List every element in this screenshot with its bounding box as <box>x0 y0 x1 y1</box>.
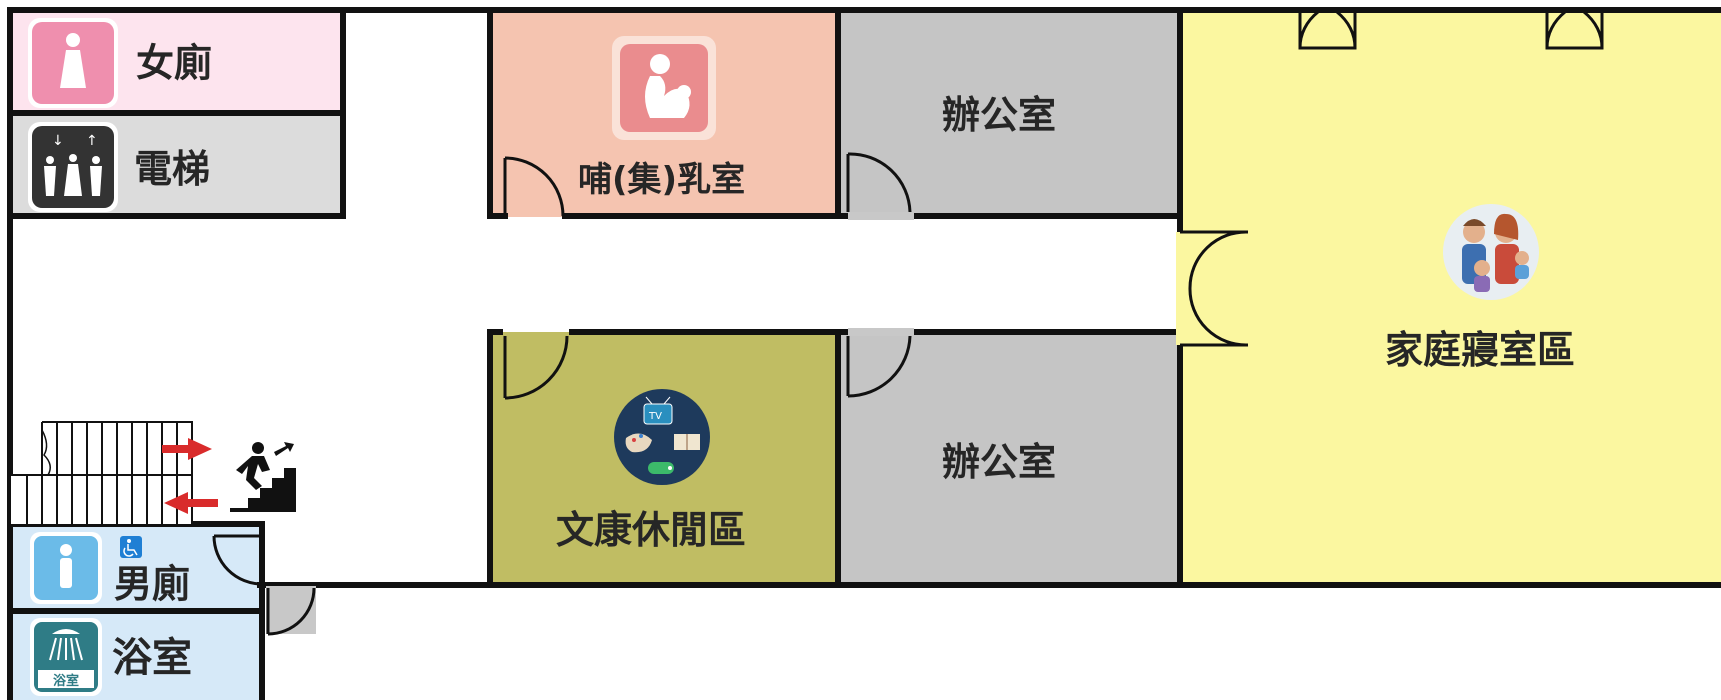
family-icon <box>1443 204 1539 300</box>
label-office-upper: 辦公室 <box>942 93 1057 137</box>
label-elevator: 電梯 <box>134 147 211 191</box>
shower-icon-caption: 浴室 <box>53 673 79 689</box>
stairs-climber-icon <box>230 442 296 512</box>
walls <box>7 7 1721 700</box>
breastfeeding-icon <box>612 36 716 140</box>
man-icon <box>30 532 102 604</box>
svg-text:↓: ↓ <box>52 133 64 149</box>
label-nursing-room: 哺(集)乳室 <box>578 160 746 200</box>
elevator-icon: ↓ ↑ <box>28 122 118 212</box>
label-bathroom: 浴室 <box>112 635 192 681</box>
tv-icon-text: TV <box>648 411 662 422</box>
shower-icon: 浴室 <box>30 618 102 696</box>
label-recreation-area: 文康休閒區 <box>556 508 747 552</box>
family-bedroom-room[interactable] <box>1180 12 1721 582</box>
staircase[interactable] <box>9 421 193 526</box>
door-swings[interactable] <box>212 10 1604 636</box>
label-womens-restroom: 女廁 <box>136 41 213 85</box>
stair-arrows <box>162 438 218 514</box>
woman-icon <box>28 18 118 108</box>
office-upper-room[interactable] <box>838 12 1180 217</box>
label-family-bedroom-area: 家庭寢室區 <box>1385 328 1576 372</box>
label-mens-restroom: 男廁 <box>114 562 191 606</box>
wheelchair-icon <box>120 536 142 558</box>
label-office-lower: 辦公室 <box>942 440 1057 484</box>
tv-art-game-book-icon: TV <box>614 389 710 485</box>
svg-text:↑: ↑ <box>86 133 98 149</box>
